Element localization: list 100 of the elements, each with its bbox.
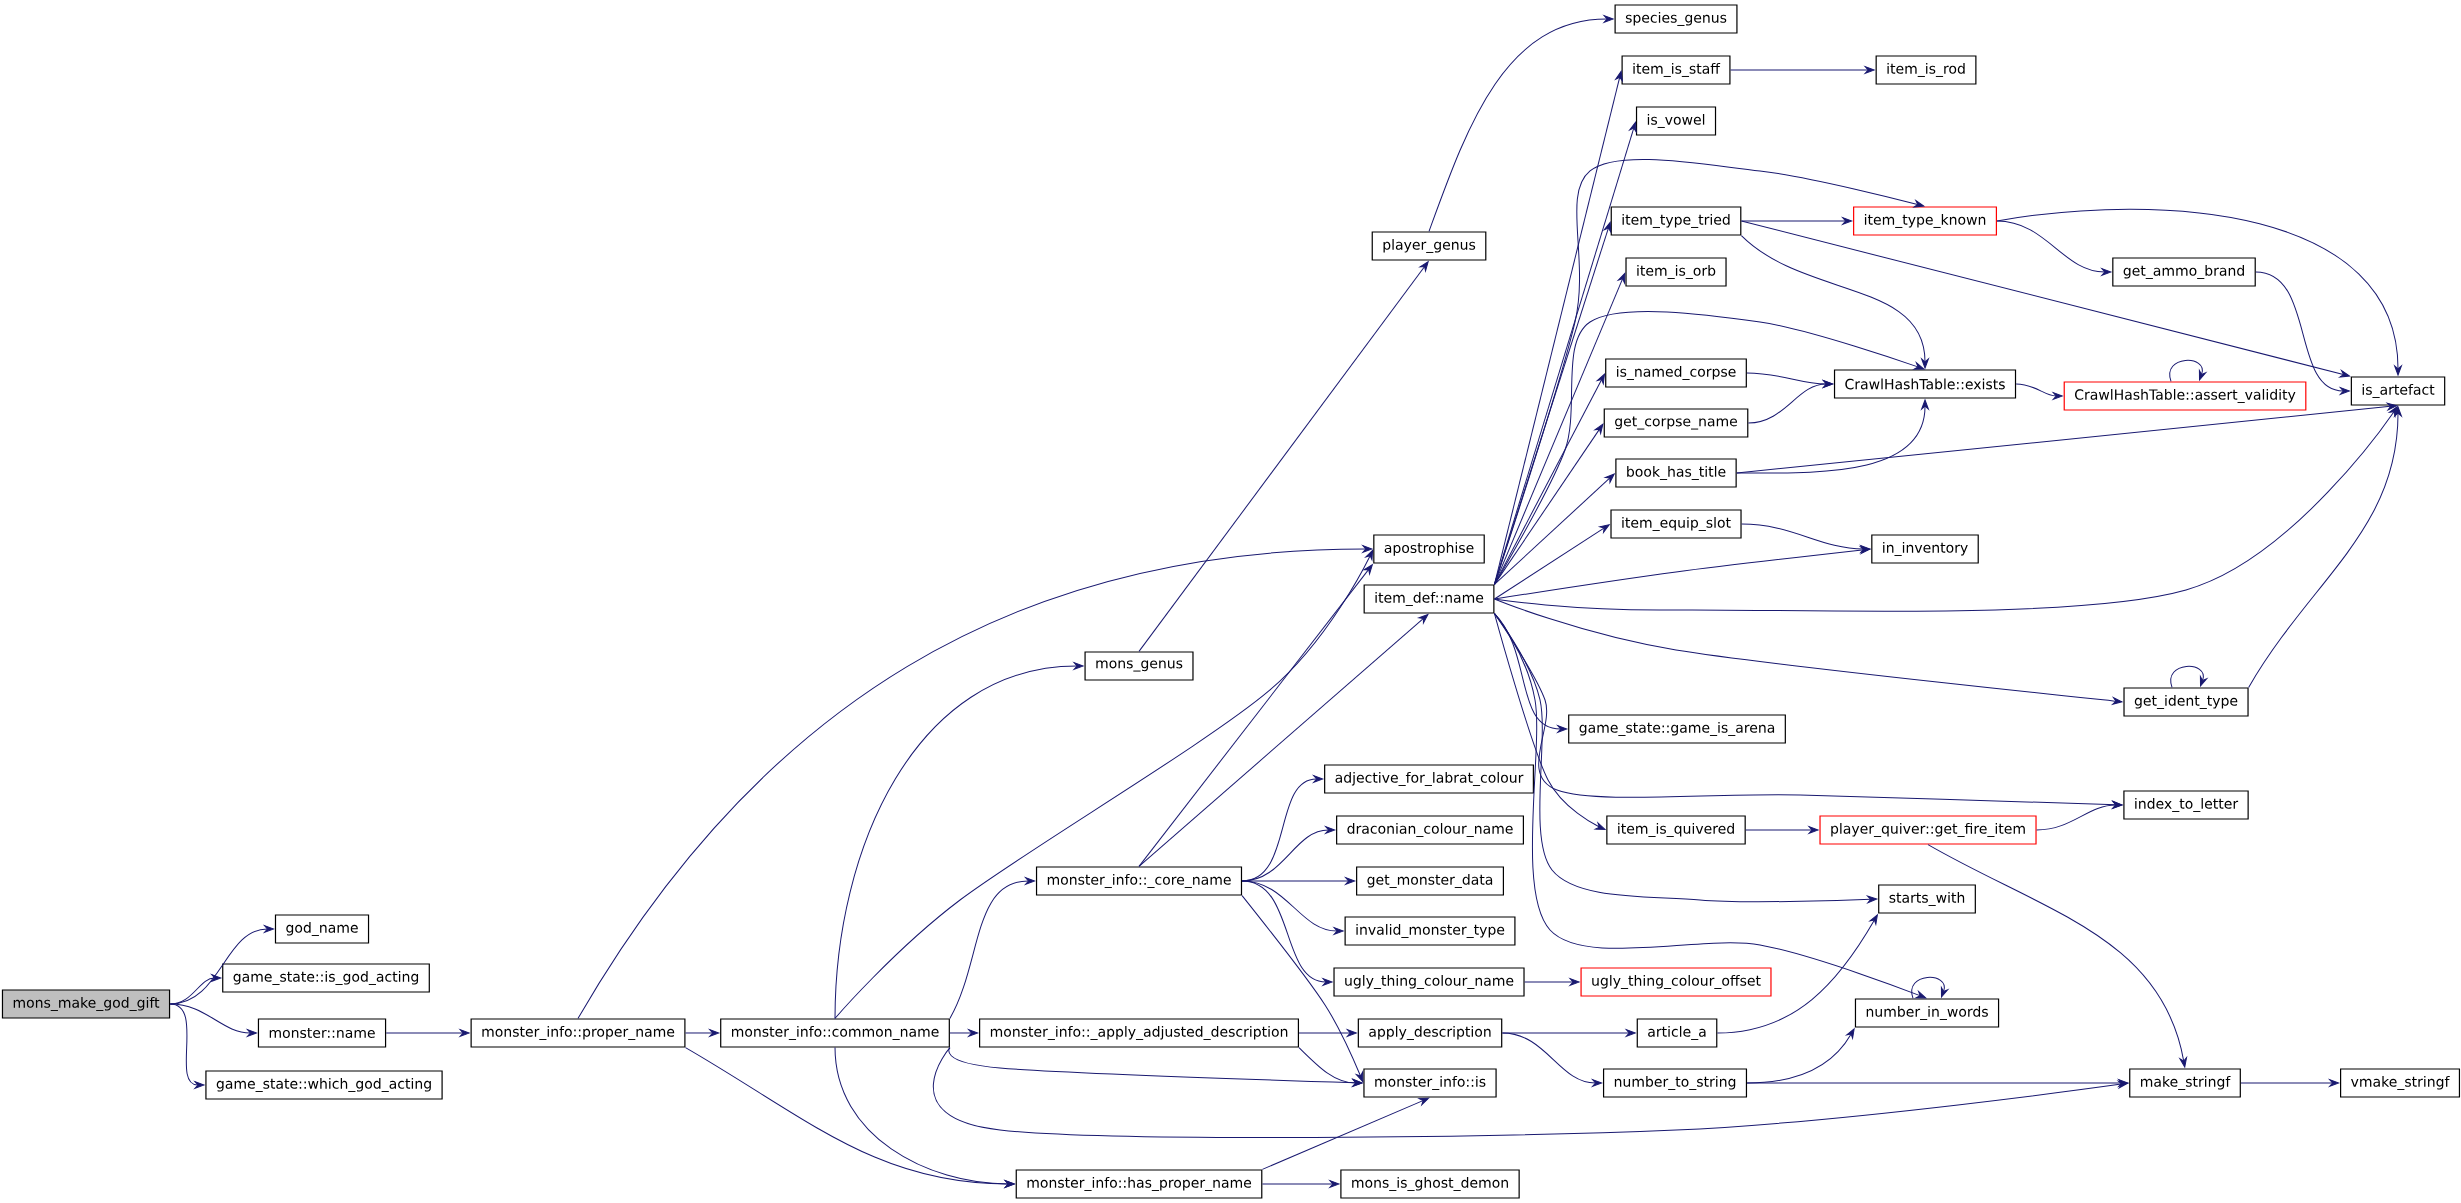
function-box: game_state::is_god_acting: [222, 963, 430, 993]
arrow: [1493, 221, 1612, 585]
arrow: [1493, 423, 1604, 585]
arrow: [2170, 665, 2208, 688]
arrow: [2015, 383, 2063, 400]
function-box: is_artefact: [2350, 376, 2446, 406]
function-box: ugly_thing_colour_name: [1333, 967, 1525, 997]
arrow: [1493, 546, 1871, 600]
function-box: get_ident_type: [2123, 687, 2249, 717]
arrow: [1745, 826, 1819, 834]
arrow: [1746, 1079, 2129, 1087]
function-box: monster_info::_apply_adjusted_description: [979, 1018, 1299, 1048]
function-box: number_to_string: [1603, 1068, 1748, 1098]
function-box: species_genus: [1614, 4, 1738, 34]
function-box: monster_info::is: [1363, 1068, 1497, 1098]
function-box: make_stringf: [2129, 1068, 2241, 1098]
function-box: mons_make_god_gift: [1, 989, 171, 1019]
function-box: ugly_thing_colour_offset: [1580, 967, 1772, 997]
function-box: item_type_known: [1853, 206, 1997, 236]
function-box: item_is_staff: [1621, 55, 1731, 85]
function-box: player_quiver::get_fire_item: [1819, 815, 2037, 845]
function-box: get_ammo_brand: [2112, 257, 2256, 287]
function-box: apostrophise: [1373, 534, 1485, 564]
arrow: [1493, 473, 1615, 585]
arrow: [1996, 220, 2112, 276]
arrow: [1740, 235, 1929, 369]
function-box: get_corpse_name: [1603, 408, 1749, 438]
arrow: [1138, 261, 1429, 652]
arrow: [1493, 613, 1927, 999]
arrow: [834, 549, 1374, 1019]
function-box: index_to_letter: [2123, 790, 2249, 820]
function-box: apply_description: [1357, 1018, 1503, 1048]
arrow: [834, 1047, 1015, 1188]
arrow: [1730, 66, 1875, 74]
arrow: [1493, 598, 2123, 705]
function-box: article_a: [1636, 1018, 1718, 1048]
arrow: [577, 545, 1373, 1019]
arrow: [1996, 208, 2402, 376]
arrow: [2240, 1079, 2340, 1087]
arrow: [2255, 271, 2350, 395]
arrow: [1241, 895, 1364, 1083]
arrow: [1716, 914, 1878, 1034]
function-box: monster::name: [257, 1018, 387, 1048]
arrow: [949, 877, 1035, 1019]
function-box: number_in_words: [1854, 998, 2000, 1028]
arrow: [1493, 406, 2398, 612]
function-box: player_genus: [1371, 231, 1487, 261]
arrow: [1138, 564, 1373, 867]
arrow: [1740, 217, 1853, 225]
arrow: [1747, 380, 1833, 424]
function-box: CrawlHashTable::assert_validity: [2063, 381, 2307, 411]
arrow: [834, 662, 1084, 1019]
arrow: [1261, 1180, 1340, 1188]
function-box: item_equip_slot: [1610, 509, 1742, 539]
function-box: get_monster_data: [1356, 866, 1504, 896]
function-box: item_is_quivered: [1606, 815, 1746, 845]
arrow: [1138, 614, 1429, 867]
function-box: monster_info::has_proper_name: [1015, 1169, 1263, 1199]
function-box: game_state::game_is_arena: [1568, 714, 1786, 744]
function-box: CrawlHashTable::exists: [1833, 369, 2017, 399]
function-box: vmake_stringf: [2340, 1068, 2461, 1098]
function-box: item_is_rod: [1875, 55, 1977, 85]
arrow: [2036, 801, 2123, 831]
function-box: in_inventory: [1871, 534, 1979, 564]
arrow: [1740, 220, 2350, 378]
arrow: [1493, 613, 1606, 830]
arrow: [2169, 359, 2207, 382]
function-box: book_has_title: [1615, 458, 1737, 488]
function-box: mons_genus: [1084, 651, 1194, 681]
arrow: [1493, 373, 1605, 585]
arrow: [169, 1003, 205, 1089]
arrow: [1927, 844, 2188, 1068]
function-box: monster_info::_core_name: [1035, 866, 1243, 896]
arrow: [1524, 978, 1580, 986]
function-box: item_type_tried: [1610, 206, 1742, 236]
arrow: [1428, 15, 1614, 232]
arrow: [1241, 880, 1333, 986]
arrow: [932, 1047, 2129, 1138]
function-box: adjective_for_labrat_colour: [1324, 764, 1534, 794]
arrow: [1741, 523, 1871, 553]
function-box: item_def::name: [1363, 584, 1495, 614]
function-box: mons_is_ghost_demon: [1340, 1169, 1520, 1199]
function-box: item_is_orb: [1625, 257, 1727, 287]
arrow: [1911, 976, 1949, 999]
arrow: [685, 1029, 720, 1037]
arrow: [385, 1029, 470, 1037]
arrow: [2248, 406, 2402, 688]
arrow: [1261, 1097, 1430, 1170]
arrow: [1493, 524, 1610, 600]
function-box: god_name: [274, 914, 370, 944]
function-box: is_named_corpse: [1605, 358, 1747, 388]
arrow: [1736, 402, 2398, 474]
function-box: starts_with: [1878, 884, 1976, 914]
function-box: game_state::which_god_acting: [205, 1070, 443, 1100]
function-box: invalid_monster_type: [1344, 916, 1516, 946]
function-box: monster_info::common_name: [720, 1018, 950, 1048]
arrow: [1493, 70, 1623, 585]
function-box: monster_info::proper_name: [470, 1018, 686, 1048]
function-box: draconian_colour_name: [1336, 815, 1524, 845]
arrow: [1298, 1047, 1363, 1087]
